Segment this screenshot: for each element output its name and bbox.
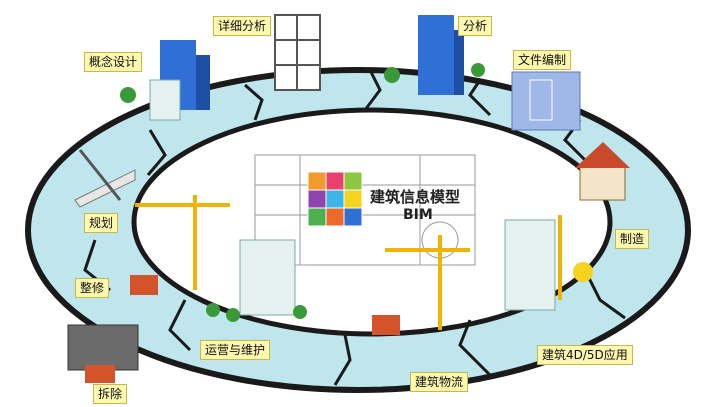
- stage-label-construction-logistics: 建筑物流: [410, 372, 469, 392]
- crane-left-icon: [130, 195, 230, 295]
- stage-label-concept: 概念设计: [84, 52, 143, 72]
- crane-right-icon: [504, 215, 593, 311]
- office-tower-icon: [149, 40, 210, 121]
- stage-label-documentation: 文件编制: [513, 50, 572, 70]
- frame-building-icon: [274, 14, 321, 91]
- crane-center-icon: [372, 235, 470, 335]
- stage-label-demolition: 拆除: [93, 384, 128, 404]
- stage-label-operation-maintenance: 运营与维护: [200, 340, 271, 360]
- stage-label-planning: 规划: [84, 213, 119, 233]
- stage-label-fabrication: 制造: [615, 229, 650, 249]
- house-icon: [575, 142, 630, 201]
- stage-label-construction-4d5d: 建筑4D/5D应用: [537, 345, 633, 365]
- analysis-tower-icon: [418, 15, 464, 95]
- center-subtitle-bim: BIM: [403, 207, 433, 223]
- blueprint-icon: [511, 71, 581, 131]
- stage-label-renovation: 整修: [75, 278, 110, 298]
- floorplan-sketch: [254, 154, 476, 266]
- building-under-construction-icon: [239, 239, 296, 316]
- demolition-building-icon: [67, 324, 139, 383]
- stage-label-detailed-analysis: 详细分析: [213, 16, 272, 36]
- center-title: 建筑信息模型: [370, 188, 461, 206]
- tree-icons: [120, 63, 485, 322]
- stage-label-analysis: 分析: [458, 16, 493, 36]
- ruler-pencil-icon: [74, 149, 136, 208]
- bim-cube-icon: [307, 171, 363, 227]
